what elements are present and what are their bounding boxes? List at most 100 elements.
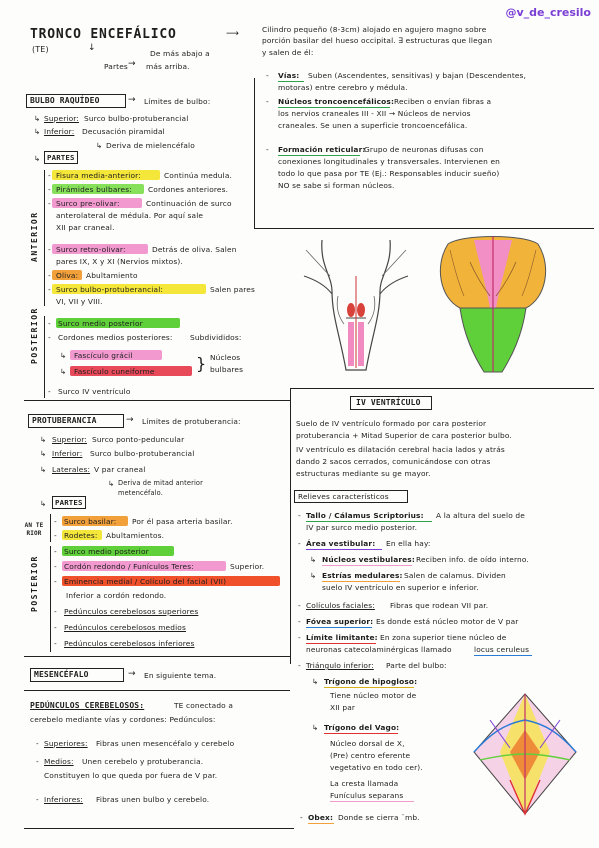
- prot-inf-label: Inferior:: [52, 449, 83, 458]
- bullet: -: [298, 601, 301, 610]
- highlight-red: [62, 576, 280, 586]
- definition-line: y salen de él:: [262, 48, 314, 57]
- highlight-green: [62, 546, 174, 556]
- arrow-right-icon: →: [128, 59, 136, 69]
- divider: [254, 78, 256, 228]
- estrias-text: suelo IV ventrículo en superior e inferi…: [322, 583, 479, 592]
- fisura-text: Continúa medula.: [164, 171, 233, 180]
- prot-surco-mp: Surco medio posterior: [64, 547, 149, 556]
- pedunculos-text: cerebelo mediante vías y cordones: Pedún…: [30, 715, 216, 724]
- ped-sup: Pedúnculos cerebelosos superiores: [64, 607, 199, 616]
- bullet: -: [266, 71, 269, 80]
- inferior-cordon: Inferior a cordón redondo.: [66, 591, 167, 600]
- piramides-label: Pirámides bulbares:: [56, 185, 132, 194]
- prot-deriva: Deriva de mitad anterior: [118, 479, 203, 487]
- mesencefalo-heading: MESENCÉFALO: [34, 670, 89, 679]
- bracket: [44, 170, 46, 306]
- highlight-yellow: [52, 284, 206, 294]
- highlight-green: [52, 184, 144, 194]
- bulbo-inf-text: Decusación piramidal: [82, 127, 165, 136]
- arrow-right-icon: ↳: [96, 141, 103, 150]
- divider: [254, 228, 594, 230]
- highlight-green: [56, 318, 180, 328]
- eminencia-medial: Eminencia medial / Colículo del facial (…: [64, 577, 227, 586]
- bullet: -: [266, 97, 269, 106]
- surco-retro-text: pares IX, X y XI (Nervios mixtos).: [56, 257, 183, 266]
- estrias-label: Estrías medulares:: [322, 571, 403, 580]
- arrow-right-icon: ↳: [34, 127, 41, 136]
- bullet: -: [298, 661, 301, 670]
- title-abajo: De más abajo a: [150, 49, 210, 58]
- ped-med-text: Unen cerebelo y protuberancia.: [82, 757, 204, 766]
- triangulo-label: Triángulo inferior:: [306, 661, 374, 670]
- tallo-text: IV par surco medio posterior.: [306, 523, 418, 532]
- ped-sup-text: Fibras unen mesencéfalo y cerebelo: [96, 739, 235, 748]
- fovea-text: Es donde está núcleo motor de V par: [376, 617, 519, 626]
- bullet: -: [54, 639, 57, 648]
- locus-ceruleus: locus ceruleus: [474, 645, 530, 654]
- bullet: -: [54, 517, 57, 526]
- tallo-text: A la altura del suelo de: [436, 511, 525, 520]
- bracket: [50, 546, 52, 652]
- surco-basilar-label: Surco basilar:: [64, 517, 117, 526]
- surco-pre-text: Continuación de surco: [146, 199, 232, 208]
- title-partes: Partes: [104, 62, 128, 71]
- bullet: -: [48, 199, 51, 208]
- bullet: -: [48, 171, 51, 180]
- relieves-heading: Relieves característicos: [298, 492, 389, 501]
- highlight-orange: [62, 516, 128, 526]
- bulbo-anterior-label: ANTERIOR: [30, 211, 39, 262]
- arrow-right-icon: ↳: [60, 367, 67, 376]
- bulbo-partes: PARTES: [47, 153, 75, 162]
- ped-med-text: Constituyen lo que queda por fuera de V …: [44, 771, 218, 780]
- funiculos-separans: Funículus separans: [330, 791, 404, 800]
- prot-partes: PARTES: [55, 498, 83, 507]
- cordones-text: Subdivididos:: [190, 333, 242, 342]
- protuberancia-heading-box: [28, 414, 124, 428]
- divider: [290, 388, 292, 664]
- bullet: -: [266, 145, 269, 154]
- vias-text: Suben (Ascendentes, sensitivas) y bajan …: [308, 71, 527, 80]
- arrow-right-icon: ↳: [60, 351, 67, 360]
- bullet: -: [48, 333, 51, 342]
- bullet: -: [36, 795, 39, 804]
- arrow-right-icon: ↳: [312, 723, 319, 732]
- bulbo-heading-box: [26, 94, 126, 108]
- protuberancia-limites: Límites de protuberancia:: [142, 417, 241, 426]
- fovea-label: Fóvea superior:: [306, 617, 374, 626]
- vias-text: motoras) entre cerebro y médula.: [278, 83, 408, 92]
- underline: [278, 107, 390, 109]
- form-text: NO se sabe si forman núcleos.: [278, 181, 395, 190]
- prot-sup-label: Superior:: [52, 435, 87, 444]
- bulbo-heading: BULBO RAQUÍDEO: [30, 96, 100, 105]
- oliva-label: Oliva:: [56, 271, 79, 280]
- limitante-text: neuronas catecolaminérgicas llamado: [306, 645, 452, 654]
- bulbo-sup-label: Superior:: [44, 114, 79, 123]
- bracket: [44, 316, 46, 398]
- bulbo-inf-sub: Deriva de mielencéfalo: [106, 141, 195, 150]
- bulbo-posterior-label: POSTERIOR: [30, 307, 39, 364]
- bullet: -: [48, 319, 51, 328]
- definition-line: porción basilar del hueso occipital. ∃ e…: [262, 36, 493, 45]
- nucleos-text: craneales. Se unen a superficie troncoen…: [278, 121, 468, 130]
- brainstem-posterior-figure: [439, 236, 547, 373]
- arrow-right-icon: →: [128, 669, 136, 679]
- arrow-right-icon: ↳: [108, 479, 115, 488]
- nucleos-text: los nervios craneales III - XII → Núcleo…: [278, 109, 471, 118]
- bullet: -: [48, 185, 51, 194]
- fisura-label: Fisura media-anterior:: [56, 171, 141, 180]
- bullet: -: [48, 271, 51, 280]
- arrow-right-icon: ↳: [40, 465, 47, 474]
- underline: [306, 549, 382, 551]
- bullet: -: [54, 607, 57, 616]
- highlight-pink: [52, 198, 142, 208]
- area-text: En ella hay:: [386, 539, 431, 548]
- bullet: -: [300, 813, 303, 822]
- underline: [324, 733, 398, 735]
- prot-deriva: metencéfalo.: [118, 489, 163, 497]
- rodetes-text: Abultamientos.: [106, 531, 165, 540]
- underline: [324, 687, 414, 689]
- cordones-label: Cordones medios posteriores:: [58, 333, 173, 342]
- bullet: -: [54, 577, 57, 586]
- underline: [330, 801, 414, 803]
